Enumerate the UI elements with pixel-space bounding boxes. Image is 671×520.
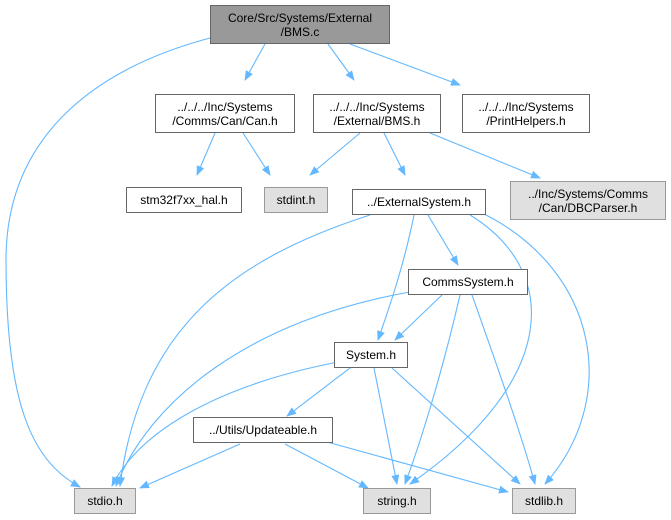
edge-externalsystem-h-to-stdio-h (117, 214, 371, 487)
node-stdlib-h-label: stdlib.h (524, 494, 564, 508)
edge-bms-h-to-externalsystem-h (383, 132, 406, 176)
node-stdint-h-label: stdint.h (276, 193, 316, 207)
node-string-h[interactable]: string.h (363, 488, 431, 514)
edge-system-h-to-stdlib-h (391, 367, 521, 485)
node-commssystem-h[interactable]: CommsSystem.h (408, 269, 528, 295)
node-printhelpers-h[interactable]: ../../../Inc/Systems /PrintHelpers.h (462, 94, 590, 133)
edge-can-h-to-stdint-h (242, 132, 271, 176)
edge-commssystem-h-to-string-h (404, 294, 461, 485)
edge-system-h-to-string-h (373, 367, 400, 485)
edge-updateable-h-to-stdlib-h (319, 439, 509, 494)
node-can-h[interactable]: ../../../Inc/Systems /Comms/Can/Can.h (155, 94, 295, 133)
node-bms-c: Core/Src/Systems/External /BMS.c (210, 5, 390, 44)
node-bms-h-line1: ../../../Inc/Systems (329, 99, 425, 114)
node-stdio-h[interactable]: stdio.h (74, 488, 136, 514)
edge-externalsystem-h-to-stdlib-h (479, 211, 590, 485)
node-stm32-hal-h-label: stm32f7xx_hal.h (140, 193, 228, 207)
node-dbcparser-h-line2: /Can/DBCParser.h (538, 200, 638, 215)
node-bms-c-line2: /BMS.c (280, 24, 320, 39)
node-can-h-line1: ../../../Inc/Systems (177, 99, 273, 114)
edge-system-h-to-stdio-h (111, 361, 339, 487)
edge-bms-c-to-printhelpers-h (349, 43, 461, 86)
edge-commssystem-h-to-stdlib-h (471, 294, 537, 485)
edge-updateable-h-to-stdio-h (139, 443, 241, 489)
node-externalsystem-h[interactable]: ../ExternalSystem.h (352, 189, 486, 215)
node-stdint-h[interactable]: stdint.h (264, 187, 328, 213)
node-stdio-h-label: stdio.h (87, 494, 123, 508)
node-string-h-label: string.h (377, 494, 417, 508)
node-bms-h[interactable]: ../../../Inc/Systems /External/BMS.h (313, 94, 441, 133)
edge-bms-c-to-can-h (244, 43, 266, 81)
edge-bms-h-to-dbcparser-h (429, 132, 541, 179)
node-can-h-line2: /Comms/Can/Can.h (172, 113, 278, 128)
node-stm32-hal-h[interactable]: stm32f7xx_hal.h (126, 187, 242, 213)
edge-externalsystem-h-to-commssystem-h (427, 214, 459, 266)
node-updateable-h-label: ../Utils/Updateable.h (208, 423, 318, 437)
edge-bms-c-to-stdio-h (5, 37, 211, 488)
edge-externalsystem-h-to-system-h (377, 214, 415, 341)
node-dbcparser-h-line1: ../Inc/Systems/Comms (527, 186, 649, 201)
node-dbcparser-h[interactable]: ../Inc/Systems/Comms /Can/DBCParser.h (510, 181, 666, 220)
node-printhelpers-h-line1: ../../../Inc/Systems (478, 99, 574, 114)
node-printhelpers-h-line2: /PrintHelpers.h (486, 113, 566, 128)
node-stdlib-h[interactable]: stdlib.h (512, 488, 576, 514)
node-commssystem-h-label: CommsSystem.h (422, 275, 514, 289)
node-updateable-h[interactable]: ../Utils/Updateable.h (193, 417, 333, 443)
node-externalsystem-h-label: ../ExternalSystem.h (366, 195, 472, 209)
edge-commssystem-h-to-system-h (394, 294, 443, 341)
edge-bms-h-to-stdint-h (309, 132, 361, 176)
node-system-h-label: System.h (345, 348, 396, 362)
edge-can-h-to-stm32-hal-h (196, 132, 216, 176)
edge-system-h-to-updateable-h (286, 367, 351, 417)
edge-commssystem-h-to-stdio-h (115, 291, 411, 487)
node-bms-h-line2: /External/BMS.h (333, 113, 421, 128)
edge-externalsystem-h-to-string-h (409, 214, 532, 485)
edge-updateable-h-to-string-h (284, 443, 369, 489)
node-bms-c-line1: Core/Src/Systems/External (227, 10, 373, 25)
edge-bms-c-to-bms-h (327, 43, 355, 81)
node-system-h[interactable]: System.h (334, 342, 408, 368)
